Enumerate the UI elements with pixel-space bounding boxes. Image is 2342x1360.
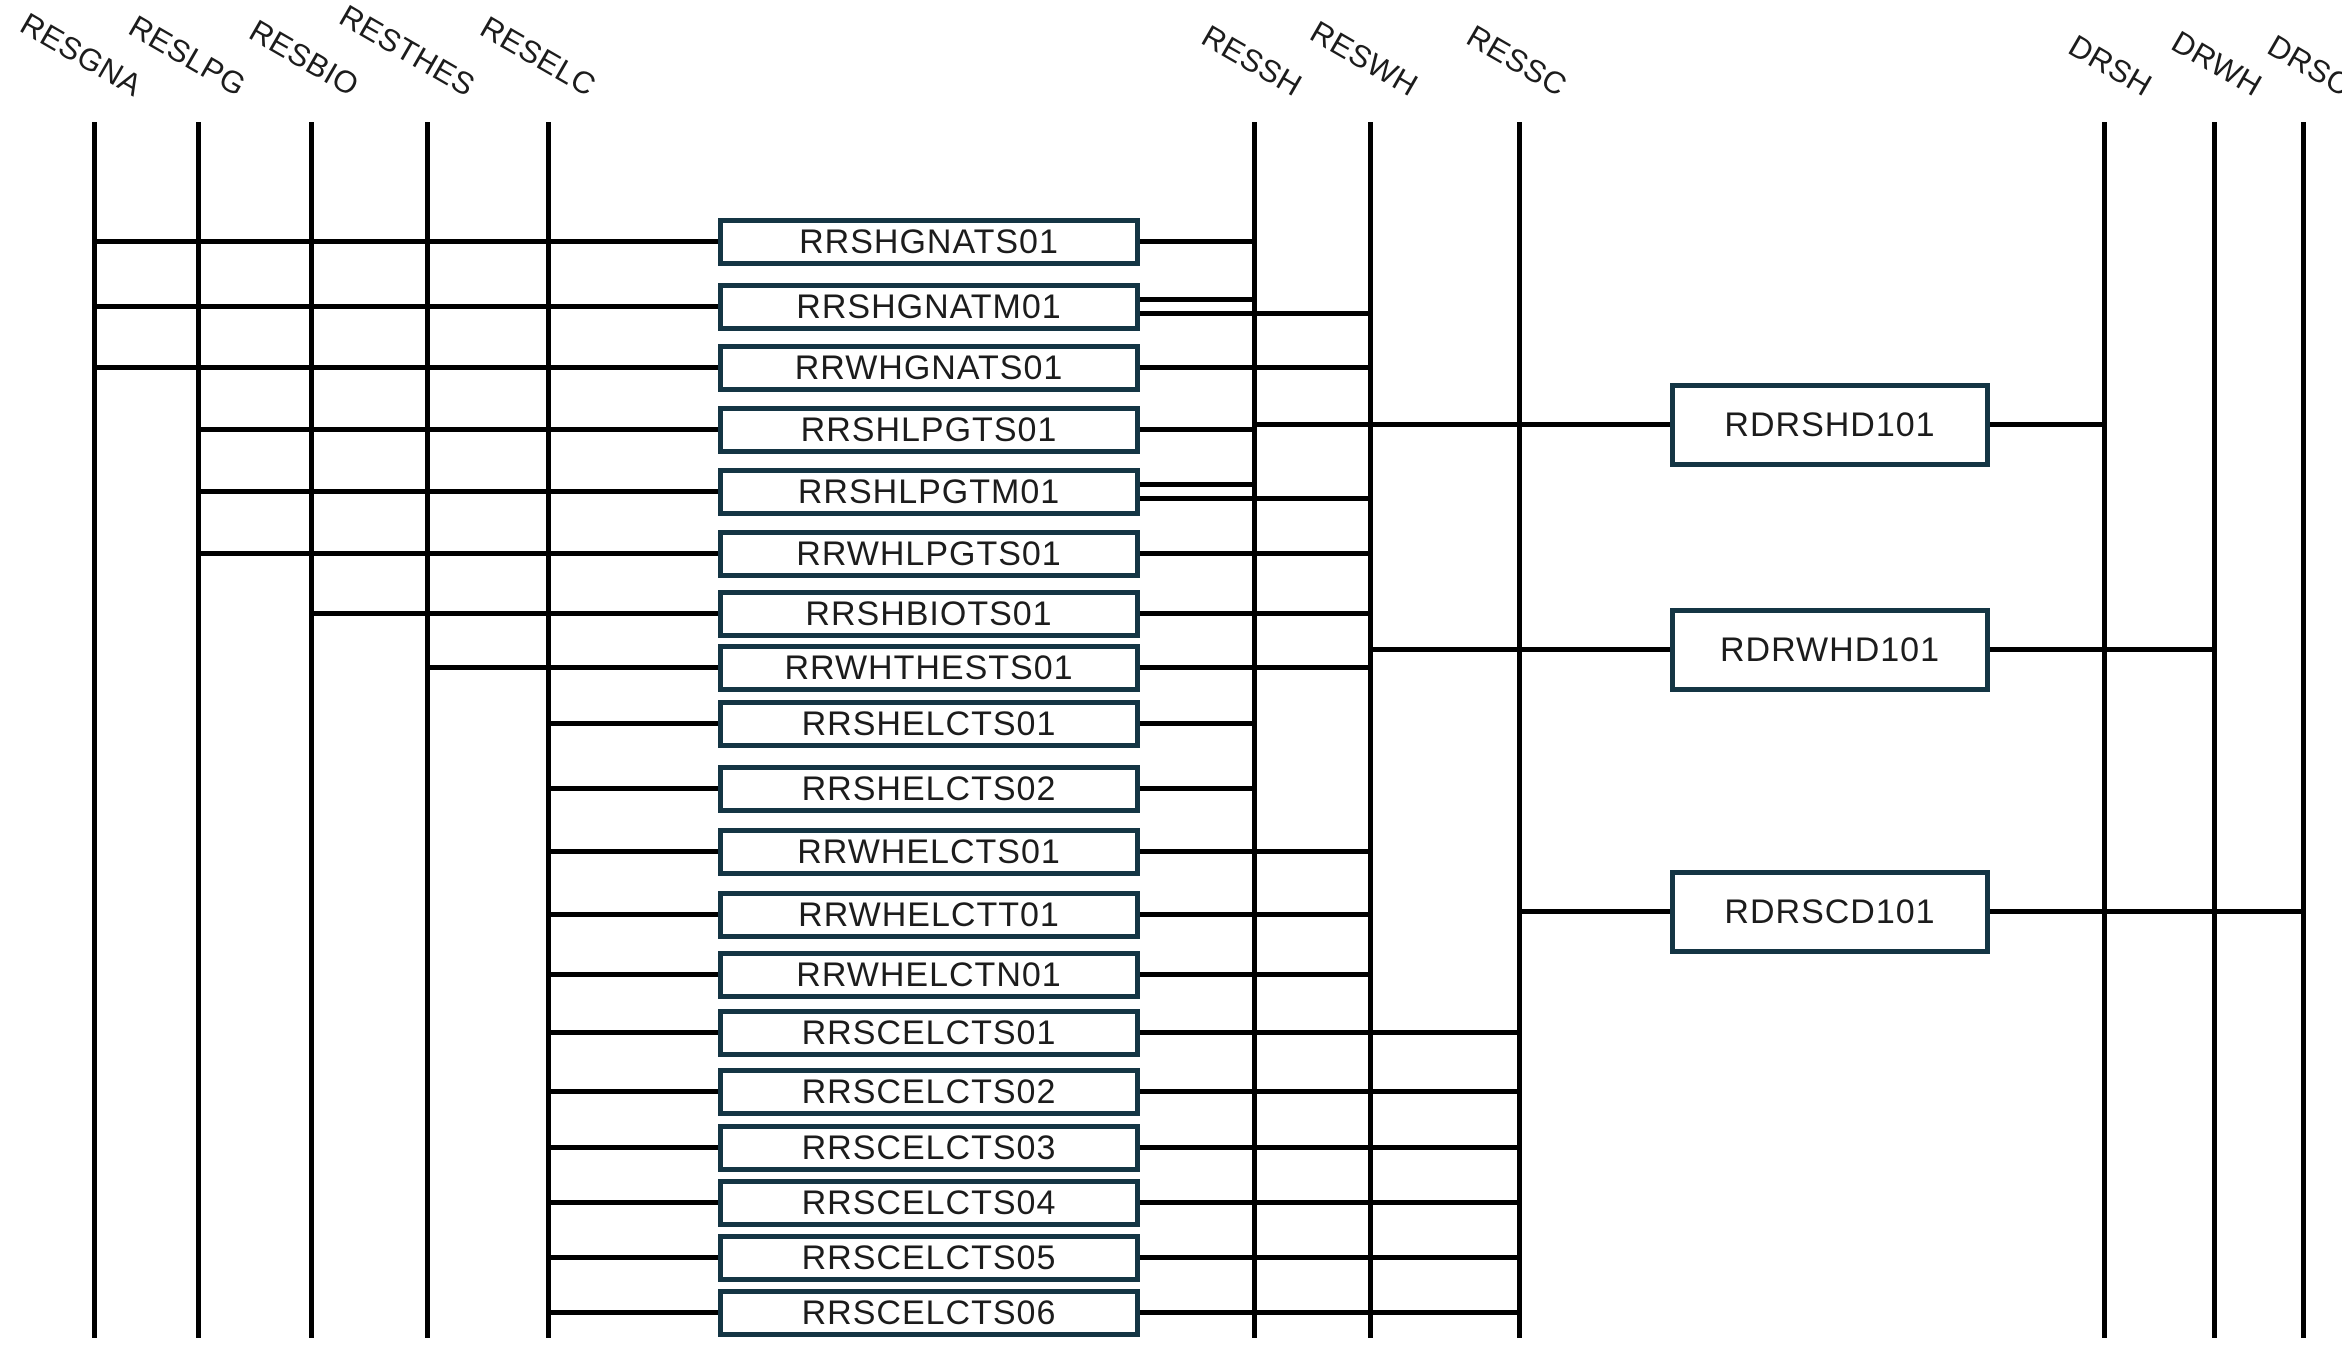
output-line-RRWHGNATS01 xyxy=(1140,365,1373,370)
input-line-RRSHGNATM01 xyxy=(95,304,718,309)
process-box-RRWHELCTS01: RRWHELCTS01 xyxy=(718,828,1140,876)
process-box-RDRSCD101: RDRSCD101 xyxy=(1670,870,1990,954)
input-line-RRSCELCTS05 xyxy=(549,1255,718,1260)
bus-line-RESELC xyxy=(546,122,551,1338)
input-line-RRWHLPGTS01 xyxy=(199,551,718,556)
input-line-RRSCELCTS06 xyxy=(549,1310,718,1315)
bus-line-RESGNA xyxy=(92,122,97,1338)
output-line-RRWHLPGTS01 xyxy=(1140,551,1373,556)
output-line-RRSHGNATM01-2 xyxy=(1140,311,1373,316)
bus-label-DRSH: DRSH xyxy=(2062,27,2158,104)
process-box-RRSCELCTS03: RRSCELCTS03 xyxy=(718,1124,1140,1172)
bus-label-RESGNA: RESGNA xyxy=(14,5,149,104)
bus-line-RESSH xyxy=(1252,122,1257,1338)
process-box-RRWHELCTT01: RRWHELCTT01 xyxy=(718,891,1140,939)
output-line-RRWHELCTS01 xyxy=(1140,849,1373,854)
input-line-RDRSHD101 xyxy=(1255,422,1670,427)
bus-line-DRWH xyxy=(2212,122,2217,1338)
input-line-RRSHGNATS01 xyxy=(95,239,718,244)
process-box-RRWHLPGTS01: RRWHLPGTS01 xyxy=(718,530,1140,578)
output-line-RRWHELCTT01 xyxy=(1140,912,1373,917)
output-line-RRSHBIOTS01 xyxy=(1140,611,1373,616)
input-line-RRSHLPGTM01 xyxy=(199,489,718,494)
input-line-RRWHTHESTS01 xyxy=(428,665,718,670)
bus-line-DRSC xyxy=(2301,122,2306,1338)
output-line-RRWHELCTN01 xyxy=(1140,972,1373,977)
process-box-RRSCELCTS04: RRSCELCTS04 xyxy=(718,1179,1140,1227)
output-line-RRWHTHESTS01 xyxy=(1140,665,1373,670)
bus-label-RESLPG: RESLPG xyxy=(122,8,252,104)
input-line-RRWHELCTS01 xyxy=(549,849,718,854)
output-line-RRSHELCTS01 xyxy=(1140,721,1257,726)
input-line-RRSHELCTS01 xyxy=(549,721,718,726)
output-line-RRSCELCTS04 xyxy=(1140,1200,1522,1205)
input-line-RRWHELCTT01 xyxy=(549,912,718,917)
process-box-RRSCELCTS02: RRSCELCTS02 xyxy=(718,1068,1140,1116)
bus-label-RESSC: RESSC xyxy=(1460,18,1573,104)
process-box-RRWHGNATS01: RRWHGNATS01 xyxy=(718,344,1140,392)
output-line-RDRSCD101 xyxy=(1990,909,2306,914)
bus-line-RESSC xyxy=(1517,122,1522,1338)
process-box-RRSHELCTS02: RRSHELCTS02 xyxy=(718,765,1140,813)
input-line-RRSCELCTS02 xyxy=(549,1089,718,1094)
output-line-RRSHELCTS02 xyxy=(1140,786,1257,791)
process-box-RRWHTHESTS01: RRWHTHESTS01 xyxy=(718,644,1140,692)
output-line-RDRSHD101 xyxy=(1990,422,2107,427)
process-box-RRSCELCTS06: RRSCELCTS06 xyxy=(718,1289,1140,1337)
input-line-RRSHBIOTS01 xyxy=(312,611,718,616)
output-line-RRSCELCTS05 xyxy=(1140,1255,1522,1260)
bus-line-RESWH xyxy=(1368,122,1373,1338)
process-box-RRWHELCTN01: RRWHELCTN01 xyxy=(718,951,1140,999)
bus-label-RESSH: RESSH xyxy=(1195,18,1308,104)
output-line-RRSHLPGTM01-2 xyxy=(1140,496,1373,501)
process-box-RRSHLPGTM01: RRSHLPGTM01 xyxy=(718,468,1140,516)
output-line-RRSCELCTS06 xyxy=(1140,1310,1522,1315)
process-box-RRSHLPGTS01: RRSHLPGTS01 xyxy=(718,406,1140,454)
process-box-RDRWHD101: RDRWHD101 xyxy=(1670,608,1990,692)
bus-label-DRSC: DRSC xyxy=(2261,27,2342,104)
output-line-RRSCELCTS03 xyxy=(1140,1145,1522,1150)
output-line-RRSCELCTS02 xyxy=(1140,1089,1522,1094)
bus-line-RESBIO xyxy=(309,122,314,1338)
output-line-RRSHLPGTS01 xyxy=(1140,427,1257,432)
bus-line-DRSH xyxy=(2102,122,2107,1338)
input-line-RRSCELCTS01 xyxy=(549,1030,718,1035)
process-box-RRSHBIOTS01: RRSHBIOTS01 xyxy=(718,590,1140,638)
bus-line-RESTHES xyxy=(425,122,430,1338)
output-line-RRSCELCTS01 xyxy=(1140,1030,1522,1035)
bus-label-RESELC: RESELC xyxy=(474,9,602,104)
process-box-RRSHGNATM01: RRSHGNATM01 xyxy=(718,283,1140,331)
output-line-RDRWHD101 xyxy=(1990,647,2217,652)
process-box-RRSCELCTS05: RRSCELCTS05 xyxy=(718,1234,1140,1282)
process-box-RRSCELCTS01: RRSCELCTS01 xyxy=(718,1009,1140,1057)
output-line-RRSHLPGTM01-1 xyxy=(1140,482,1257,487)
bus-label-DRWH: DRWH xyxy=(2165,23,2268,104)
input-line-RRWHELCTN01 xyxy=(549,972,718,977)
bus-line-RESLPG xyxy=(196,122,201,1338)
input-line-RRSCELCTS03 xyxy=(549,1145,718,1150)
input-line-RRSCELCTS04 xyxy=(549,1200,718,1205)
process-box-RDRSHD101: RDRSHD101 xyxy=(1670,383,1990,467)
bus-label-RESWH: RESWH xyxy=(1304,13,1424,104)
input-line-RDRSCD101 xyxy=(1520,909,1670,914)
process-box-RRSHGNATS01: RRSHGNATS01 xyxy=(718,218,1140,266)
input-line-RRSHELCTS02 xyxy=(549,786,718,791)
output-line-RRSHGNATM01-1 xyxy=(1140,297,1257,302)
output-line-RRSHGNATS01 xyxy=(1140,239,1257,244)
input-line-RRSHLPGTS01 xyxy=(199,427,718,432)
input-line-RRWHGNATS01 xyxy=(95,365,718,370)
process-box-RRSHELCTS01: RRSHELCTS01 xyxy=(718,700,1140,748)
input-line-RDRWHD101 xyxy=(1371,647,1670,652)
